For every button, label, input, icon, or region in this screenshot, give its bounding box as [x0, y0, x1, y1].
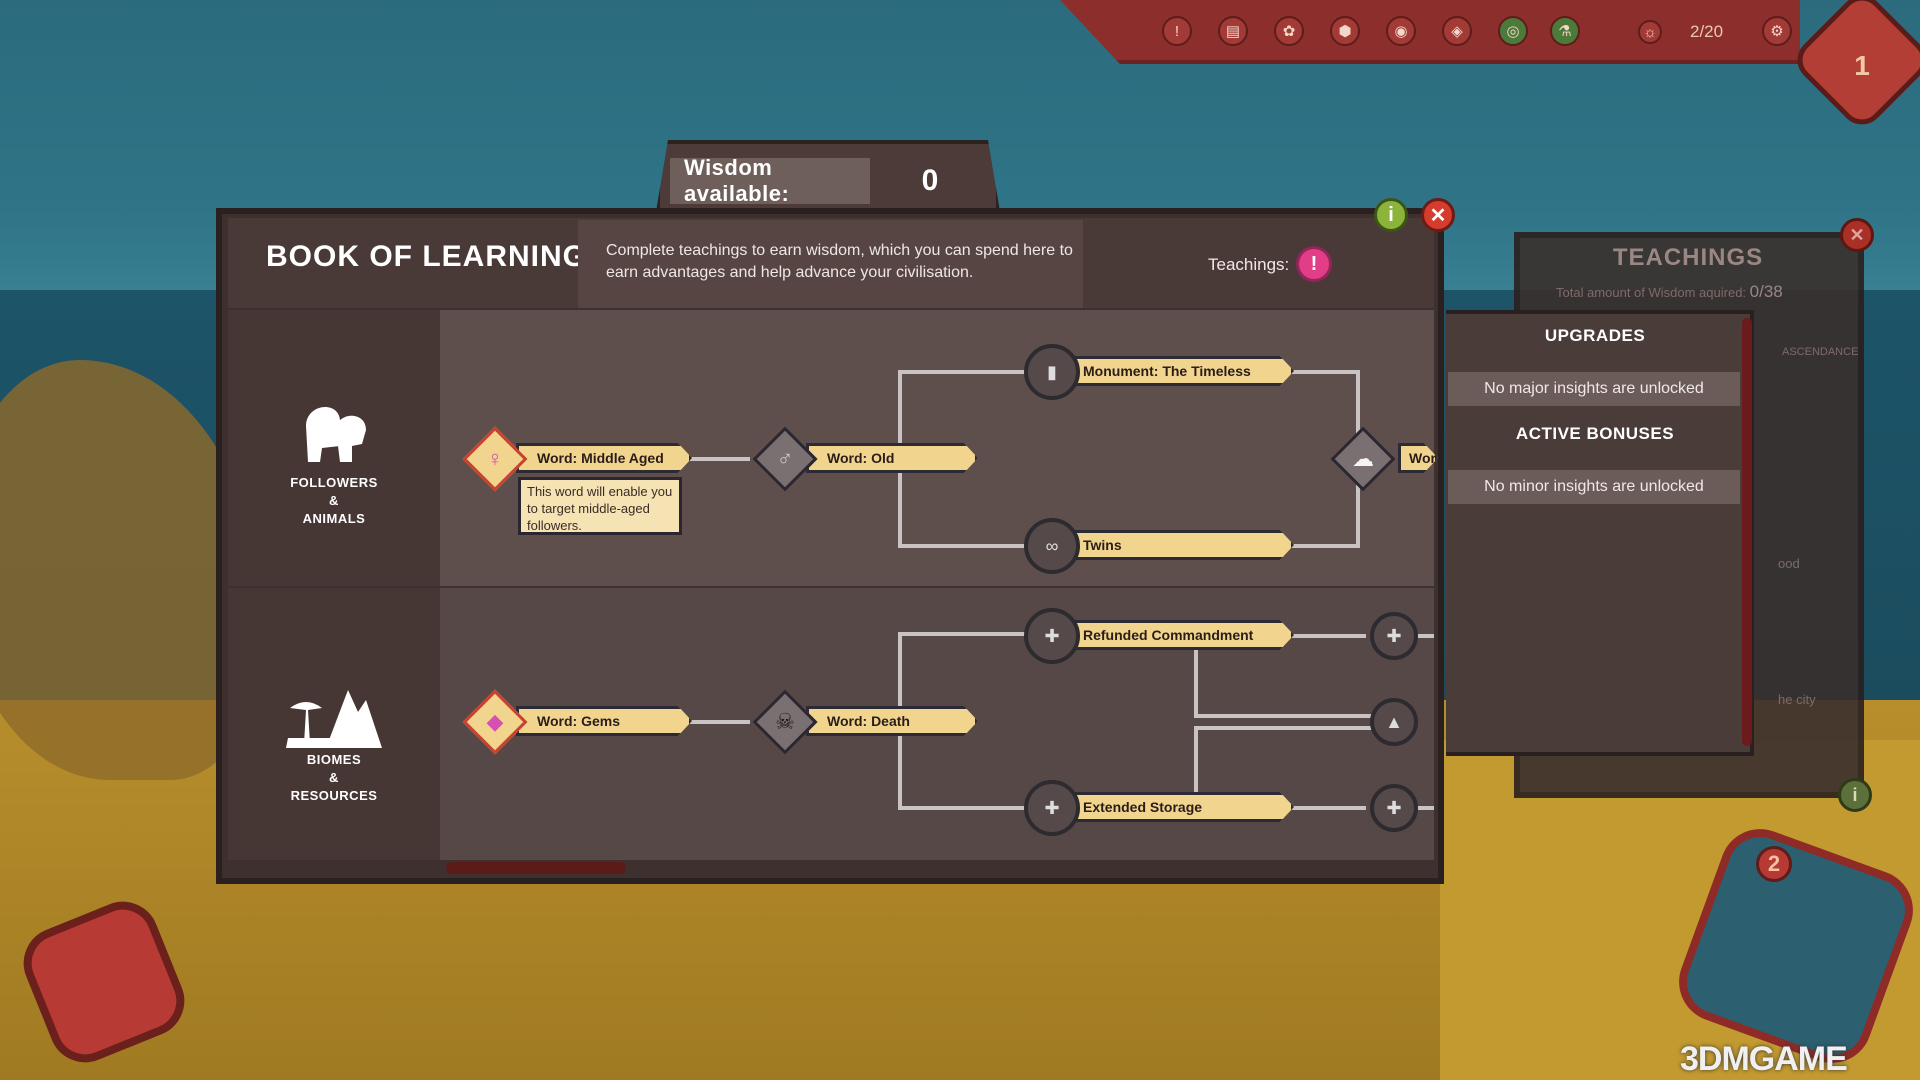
followers-category-column	[228, 310, 440, 586]
watermark-logo: 3DMGAME	[1680, 1040, 1848, 1078]
teachings-alert-icon[interactable]: !	[1296, 246, 1332, 282]
locked-upgrade-icon[interactable]: ✚	[1370, 612, 1418, 660]
wisdom-value: 0	[921, 164, 939, 197]
biomes-category-label: BIOMES & RESOURCES	[290, 752, 378, 803]
teaching-side-text-2: he city	[1778, 692, 1816, 707]
skull-icon: ☠	[775, 709, 795, 734]
ghost-icon: ☁	[1352, 446, 1374, 471]
book-description: Complete teachings to earn wisdom, which…	[578, 220, 1083, 308]
node-extended-storage[interactable]: Extended Storage	[1062, 792, 1294, 822]
scrollbar-thumb[interactable]	[446, 862, 626, 874]
connector-line	[898, 632, 1028, 636]
node-tooltip: This word will enable you to target midd…	[518, 477, 682, 535]
alert-icon[interactable]: !	[1162, 16, 1192, 46]
trees-mountains-icon	[228, 678, 440, 762]
info-button[interactable]: i	[1374, 198, 1408, 232]
person-icon: ♀	[486, 446, 504, 471]
close-button[interactable]: ✕	[1421, 198, 1455, 232]
book-title: BOOK OF LEARNING	[266, 240, 587, 273]
connector-line	[1290, 806, 1366, 810]
connector-line	[898, 370, 1028, 374]
node-word-gems[interactable]: Word: Gems	[516, 706, 692, 736]
connector-line	[1414, 806, 1434, 810]
horizontal-scrollbar[interactable]	[442, 862, 1434, 874]
teaching-side-text-1: ood	[1778, 556, 1800, 571]
connector-line	[1194, 714, 1372, 718]
upgrades-title: UPGRADES	[1544, 326, 1646, 345]
node-twins[interactable]: Twins	[1062, 530, 1294, 560]
potion-icon[interactable]: ⚗	[1550, 16, 1580, 46]
followers-icon: ☼	[1638, 20, 1662, 44]
extended-storage-icon[interactable]: ✚	[1024, 780, 1080, 836]
turn-number: 1	[1854, 50, 1870, 81]
connector-line	[1290, 634, 1366, 638]
followers-category-label: FOLLOWERS & ANIMALS	[290, 475, 378, 526]
minimap-level-badge: 2	[1756, 846, 1792, 882]
connector-line	[898, 544, 1028, 548]
connector-line	[1290, 370, 1360, 374]
teachings-title: TEACHINGS	[1612, 244, 1764, 271]
node-word-death[interactable]: Word: Death	[806, 706, 978, 736]
major-insights-row: No major insights are unlocked	[1448, 372, 1740, 406]
teachings-info-button[interactable]: i	[1838, 778, 1872, 812]
connector-line	[898, 806, 1028, 810]
connector-line	[690, 457, 750, 461]
node-word-old[interactable]: Word: Old	[806, 443, 978, 473]
tree-upgrade-icon[interactable]: ▲	[1370, 698, 1418, 746]
node-monument-timeless[interactable]: Monument: The Timeless	[1062, 356, 1294, 386]
minor-insights-row: No minor insights are unlocked	[1448, 470, 1740, 504]
eye-icon[interactable]: ◎	[1498, 16, 1528, 46]
connector-line	[690, 720, 750, 724]
teachings-subtitle: Total amount of Wisdom aquired: 0/38	[1556, 282, 1783, 301]
wisdom-label: Wisdom available:	[670, 155, 870, 206]
upgrades-scrollbar[interactable]	[1742, 318, 1752, 746]
node-word-middle-aged[interactable]: Word: Middle Aged	[516, 443, 692, 473]
connector-line	[1194, 726, 1198, 810]
power-icon[interactable]: ◉	[1386, 16, 1416, 46]
gear-token-icon[interactable]: ✿	[1274, 16, 1304, 46]
shield-icon[interactable]: ⬢	[1330, 16, 1360, 46]
active-bonuses-title: ACTIVE BONUSES	[1515, 424, 1675, 443]
biomes-category-column	[228, 588, 440, 860]
layers-icon[interactable]: ◈	[1442, 16, 1472, 46]
connector-line	[1194, 634, 1198, 718]
settings-icon[interactable]: ⚙	[1762, 16, 1792, 46]
connector-line	[1194, 726, 1372, 730]
refunded-commandment-icon[interactable]: ✚	[1024, 608, 1080, 664]
ascendance-label: ASCENDANCE	[1782, 346, 1859, 358]
elder-icon: ♂	[776, 446, 794, 471]
storage-upgrade-icon[interactable]: ✚	[1370, 784, 1418, 832]
connector-line	[1290, 544, 1360, 548]
population-counter: 2/20	[1690, 22, 1724, 41]
teachings-label: Teachings:	[1208, 255, 1290, 274]
node-refunded-commandment[interactable]: Refunded Commandment	[1062, 620, 1294, 650]
gem-icon: ◆	[486, 709, 504, 734]
two-heads-icon	[228, 396, 440, 480]
connector-line	[1414, 634, 1434, 638]
twins-icon[interactable]: ∞	[1024, 518, 1080, 574]
teachings-close-button[interactable]: ✕	[1840, 218, 1874, 252]
monument-icon[interactable]: ▮	[1024, 344, 1080, 400]
book-icon[interactable]: ▤	[1218, 16, 1248, 46]
